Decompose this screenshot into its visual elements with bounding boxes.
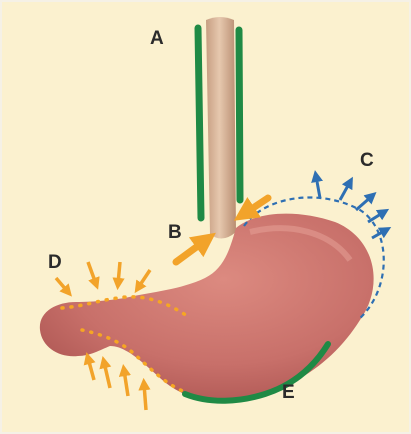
esophagus-left-band (198, 28, 201, 218)
orange-arrow-b-left (176, 240, 206, 262)
orange-arrow-u3 (124, 370, 128, 396)
orange-arrow-u1 (88, 358, 94, 380)
blue-arrow-3 (356, 196, 372, 210)
orange-arrow-d3 (118, 262, 120, 284)
esophagus-right-band (239, 30, 240, 200)
orange-arrow-b-right (244, 198, 268, 214)
orange-arrow-u4 (144, 384, 146, 410)
blue-arrow-4 (368, 212, 384, 222)
esophagus (206, 17, 236, 239)
orange-arrow-d1 (56, 278, 68, 292)
blue-arrow-1 (316, 176, 320, 198)
label-a: A (150, 28, 164, 49)
label-d: D (48, 252, 62, 273)
label-b: B (168, 222, 182, 243)
label-e: E (282, 382, 295, 403)
orange-arrow-d2 (88, 262, 96, 284)
label-c: C (360, 150, 374, 171)
blue-arrow-2 (340, 182, 350, 200)
orange-arrow-u2 (104, 362, 110, 388)
orange-arrow-d4 (138, 270, 150, 288)
